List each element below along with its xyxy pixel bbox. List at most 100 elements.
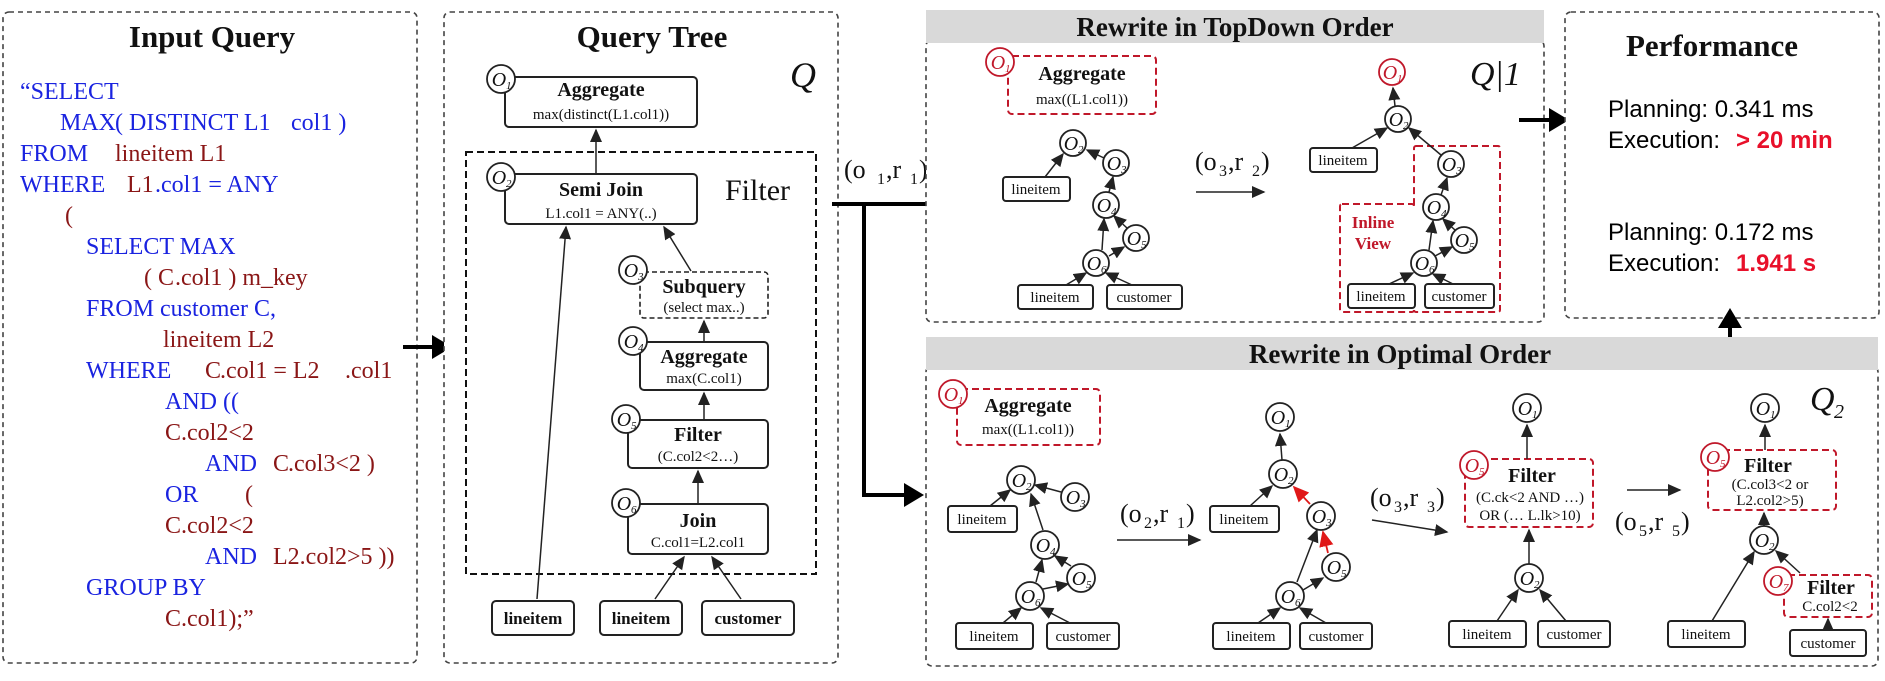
branch-arrow-optimal — [862, 204, 924, 507]
query-tree-title: Query Tree — [577, 19, 728, 54]
operator-subscript: 5 — [1469, 241, 1475, 253]
svg-text:Join: Join — [680, 510, 717, 532]
svg-text:O: O — [1769, 571, 1783, 593]
svg-text:,r: ,r — [1403, 483, 1419, 512]
operator-subscript: 1 — [1770, 409, 1776, 421]
svg-text:Filter: Filter — [1508, 465, 1556, 487]
svg-text:Aggregate: Aggregate — [1038, 63, 1125, 85]
svg-text:O: O — [1064, 133, 1078, 155]
tree-leaf-lineitem-1: lineitem — [491, 600, 575, 636]
tree-leaf-lineitem-2: lineitem — [599, 600, 683, 636]
operator-subscript: 2 — [506, 178, 512, 190]
operator-subscript: 5 — [631, 420, 637, 432]
operator-subscript: 2 — [1288, 475, 1294, 487]
planning-1: Planning: 0.341 ms — [1608, 96, 1813, 123]
svg-text:O: O — [1021, 586, 1035, 608]
operator-subscript: 5 — [1086, 579, 1092, 591]
execution-2-value: 1.941 s — [1736, 250, 1816, 277]
svg-text:SELECT MAX: SELECT MAX — [86, 234, 236, 260]
optimal-panel: Rewrite in Optimal Order Q 2 Aggregate m… — [925, 337, 1879, 667]
query-tree-panel: Query Tree Q Filter Aggregate max(distin… — [443, 11, 839, 664]
svg-text:customer: customer — [1432, 289, 1487, 305]
opt-tree-a: Aggregate max((L1.col1)) O O O O O O lin… — [938, 379, 1120, 650]
opt-operation-3: (o 5 ,r 5 ) — [1615, 484, 1690, 540]
operator-subscript: 2 — [1026, 481, 1032, 493]
svg-text:2: 2 — [1144, 515, 1152, 532]
svg-text:OR (… L.lk>10): OR (… L.lk>10) — [1479, 508, 1580, 524]
svg-text:O: O — [624, 260, 638, 282]
svg-text:5: 5 — [1672, 523, 1680, 540]
svg-text:O: O — [1518, 398, 1532, 420]
svg-text:): ) — [919, 155, 928, 184]
td-left-aggregate: Aggregate max((L1.col1)) O 1 — [985, 47, 1157, 115]
svg-text:3: 3 — [1427, 499, 1435, 516]
svg-text:(o: (o — [1615, 507, 1637, 536]
operator-subscript: 5 — [1141, 239, 1147, 251]
svg-text:lineitem: lineitem — [1318, 153, 1367, 169]
svg-text:O: O — [1520, 568, 1534, 590]
svg-text:( DISTINCT L1: ( DISTINCT L1 — [115, 110, 271, 136]
operator-subscript: 6 — [1295, 597, 1301, 609]
svg-text:.col1 ) m_key: .col1 ) m_key — [175, 265, 308, 291]
performance-panel: Performance Planning: 0.341 ms Execution… — [1564, 11, 1880, 319]
svg-text:O: O — [617, 409, 631, 431]
svg-text:O: O — [1127, 228, 1141, 250]
svg-text:customer: customer — [714, 609, 781, 628]
svg-text:Aggregate: Aggregate — [660, 346, 747, 368]
svg-text:): ) — [1261, 147, 1270, 176]
tree-node-o6: Join C.col1=L2.col1 O 6 — [611, 488, 769, 555]
optimal-title: Rewrite in Optimal Order — [1249, 339, 1551, 369]
svg-text:O: O — [1066, 487, 1080, 509]
execution-1-label: Execution: — [1608, 127, 1720, 154]
svg-text:lineitem: lineitem — [1219, 512, 1268, 528]
svg-text:AND: AND — [205, 451, 257, 477]
svg-text:1: 1 — [910, 171, 918, 188]
planning-2: Planning: 0.172 ms — [1608, 219, 1813, 246]
performance-title: Performance — [1626, 28, 1798, 63]
q2-label: Q — [1810, 381, 1835, 418]
td-right-tree: O O lineitem Inline View O O O O lineite… — [1309, 58, 1501, 313]
svg-text:3: 3 — [1219, 163, 1227, 180]
topdown-panel: Rewrite in TopDown Order Q|1 Aggregate m… — [925, 10, 1545, 323]
svg-text:L2.col2>5 )): L2.col2>5 )) — [273, 544, 395, 570]
svg-text:Filter: Filter — [1744, 455, 1792, 477]
svg-text:1: 1 — [877, 171, 885, 188]
operator-subscript: 4 — [1050, 546, 1056, 558]
svg-text:O: O — [492, 69, 506, 91]
operator-subscript: 4 — [1111, 206, 1117, 218]
svg-text:Semi Join: Semi Join — [559, 179, 643, 201]
svg-text:.col1: .col1 — [345, 358, 392, 384]
svg-text:C: C — [273, 451, 289, 477]
tree-node-o2: Semi Join L1.col1 = ANY(..) O 2 — [486, 162, 698, 225]
operator-subscript: 1 — [1532, 409, 1538, 421]
svg-text:(o: (o — [1195, 147, 1217, 176]
svg-text:lineitem: lineitem — [1011, 182, 1060, 198]
opt-tree-c: O Filter (C.ck<2 AND …) OR (… L.lk>10) O… — [1448, 393, 1611, 648]
svg-text:,r: ,r — [1648, 507, 1664, 536]
operator-subscript: 6 — [631, 504, 637, 516]
svg-text:(o: (o — [1120, 499, 1142, 528]
execution-2-label: Execution: — [1608, 250, 1720, 277]
svg-text:(: ( — [65, 203, 73, 229]
svg-text:O: O — [1442, 154, 1456, 176]
operation-o1-r1: (o 1 ,r 1 ) — [844, 155, 928, 188]
svg-text:max((L1.col1)): max((L1.col1)) — [982, 422, 1074, 438]
svg-text:3: 3 — [1394, 499, 1402, 516]
svg-text:col1 ): col1 ) — [291, 110, 346, 136]
operator-subscript: 3 — [1120, 164, 1127, 176]
svg-text:O: O — [1427, 197, 1441, 219]
svg-text:C.col2<2: C.col2<2 — [1802, 599, 1858, 615]
operator-subscript: 6 — [1035, 597, 1041, 609]
svg-text:lineitem: lineitem — [969, 629, 1018, 645]
td-left-tree: O O O O O lineitem lineitem customer 234… — [1002, 129, 1183, 310]
svg-text:O: O — [1415, 253, 1429, 275]
svg-text:O: O — [991, 52, 1005, 74]
svg-text:(C.ck<2 AND …): (C.ck<2 AND …) — [1476, 490, 1584, 506]
opt-tree-d: O Filter (C.col3<2 or L2.col2>5) O O Fil… — [1667, 393, 1873, 657]
svg-text:O: O — [1271, 407, 1285, 429]
operator-subscript: 5 — [1479, 466, 1485, 478]
svg-text:OR: OR — [165, 482, 198, 508]
svg-text:customer: customer — [1547, 627, 1602, 643]
svg-text:O: O — [1756, 398, 1770, 420]
